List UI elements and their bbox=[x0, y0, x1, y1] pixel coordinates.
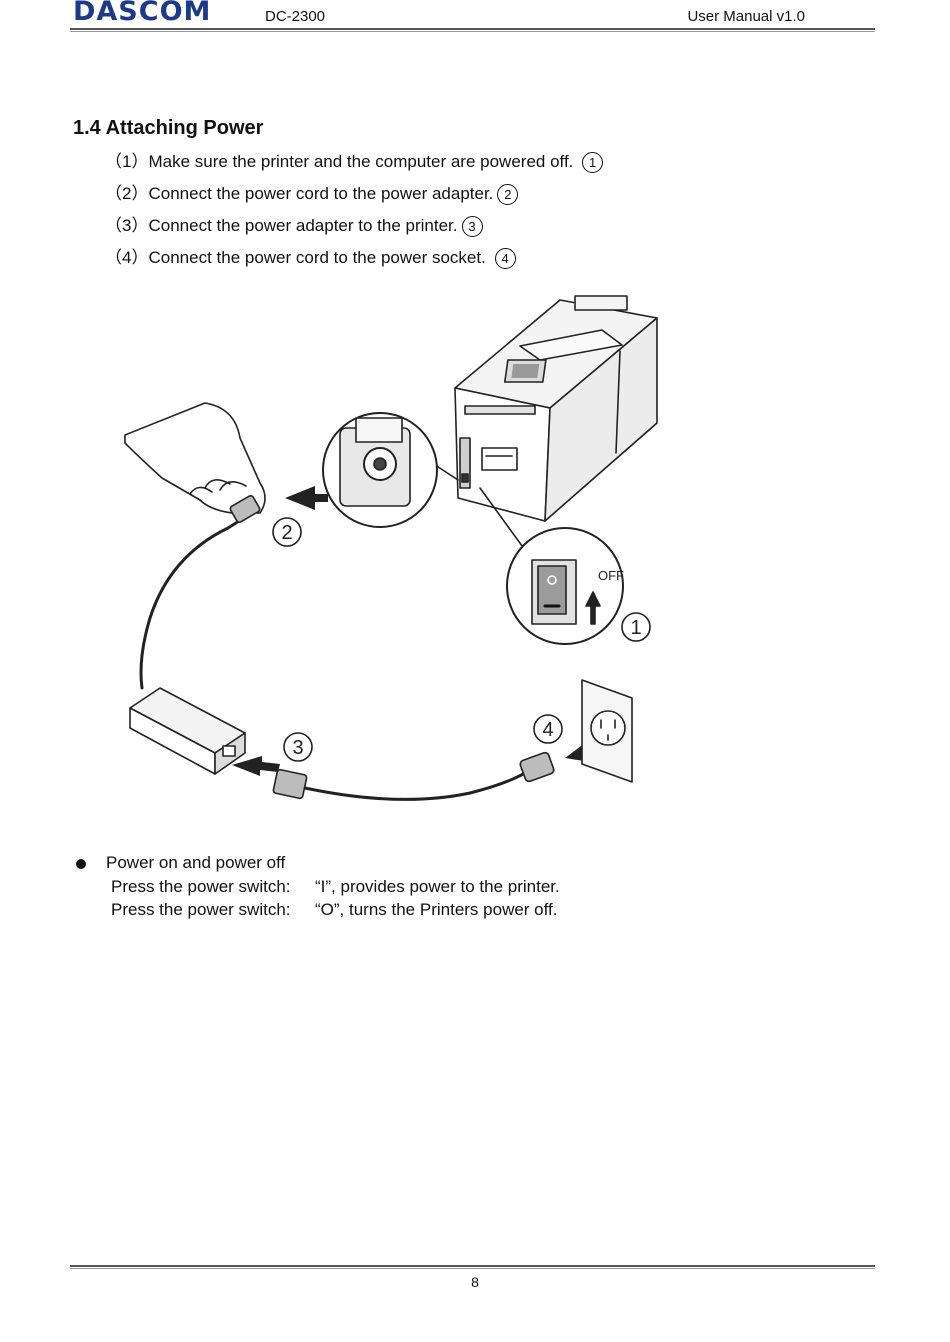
bullet-icon bbox=[76, 859, 86, 869]
step-marker: 3 bbox=[461, 216, 483, 238]
step-text: Connect the power adapter to the printer… bbox=[148, 216, 458, 235]
hand-illustration bbox=[124, 402, 266, 514]
step-number: （2） bbox=[105, 184, 149, 203]
step-marker: 4 bbox=[494, 248, 516, 270]
power-on-value: “I”, provides power to the printer. bbox=[315, 877, 560, 896]
power-port-zoom bbox=[322, 412, 459, 528]
power-on-row: Press the power switch: “I”, provides pow… bbox=[111, 877, 560, 897]
callout-2: 2 bbox=[281, 522, 292, 544]
step-3: （3）Connect the power adapter to the prin… bbox=[105, 214, 603, 246]
header-rule-thin bbox=[70, 31, 875, 32]
callout-3: 3 bbox=[292, 737, 303, 759]
power-section-title: Power on and power off bbox=[106, 853, 286, 872]
step-number: （3） bbox=[105, 216, 149, 235]
steps-list: （1）Make sure the printer and the compute… bbox=[105, 150, 604, 278]
page-number: 8 bbox=[471, 1274, 479, 1290]
step-text: Connect the power cord to the power adap… bbox=[148, 184, 494, 203]
power-adapter-illustration bbox=[129, 687, 246, 775]
step-4: （4）Connect the power cord to the power s… bbox=[105, 246, 603, 278]
power-on-label: Press the power switch: bbox=[111, 877, 291, 896]
power-off-label: Press the power switch: bbox=[111, 900, 291, 919]
page-header: DASCOM DC-2300 User Manual v1.0 bbox=[70, 0, 875, 30]
step-text: Make sure the printer and the computer a… bbox=[148, 152, 574, 171]
power-off-value: “O”, turns the Printers power off. bbox=[315, 900, 558, 919]
power-connection-illustration: OFF 1 2 3 4 bbox=[124, 295, 658, 801]
switch-off-label: OFF bbox=[598, 568, 624, 583]
printer-illustration bbox=[454, 295, 658, 522]
step-2: （2）Connect the power cord to the power a… bbox=[105, 182, 603, 214]
callout-1: 1 bbox=[630, 617, 641, 639]
manual-version: User Manual v1.0 bbox=[687, 8, 805, 25]
power-off-row: Press the power switch: “O”, turns the Pr… bbox=[111, 900, 558, 920]
step-marker: 2 bbox=[497, 184, 519, 206]
model-name: DC-2300 bbox=[265, 8, 326, 25]
callout-4: 4 bbox=[542, 719, 553, 741]
wall-socket-illustration bbox=[581, 679, 633, 783]
step-text: Connect the power cord to the power sock… bbox=[148, 248, 486, 267]
step-1: （1）Make sure the printer and the compute… bbox=[105, 150, 604, 182]
power-switch-zoom: OFF bbox=[479, 487, 624, 645]
dascom-logo: DASCOM bbox=[73, 0, 212, 27]
step-marker: 1 bbox=[582, 152, 604, 174]
callout-markers: 1 2 3 4 bbox=[272, 517, 651, 762]
section-title: 1.4 Attaching Power bbox=[73, 117, 264, 139]
step-number: （4） bbox=[105, 248, 149, 267]
footer-rule-thin bbox=[70, 1268, 875, 1269]
footer-rule bbox=[70, 1265, 875, 1267]
step-number: （1） bbox=[105, 152, 149, 171]
header-rule bbox=[70, 28, 875, 30]
